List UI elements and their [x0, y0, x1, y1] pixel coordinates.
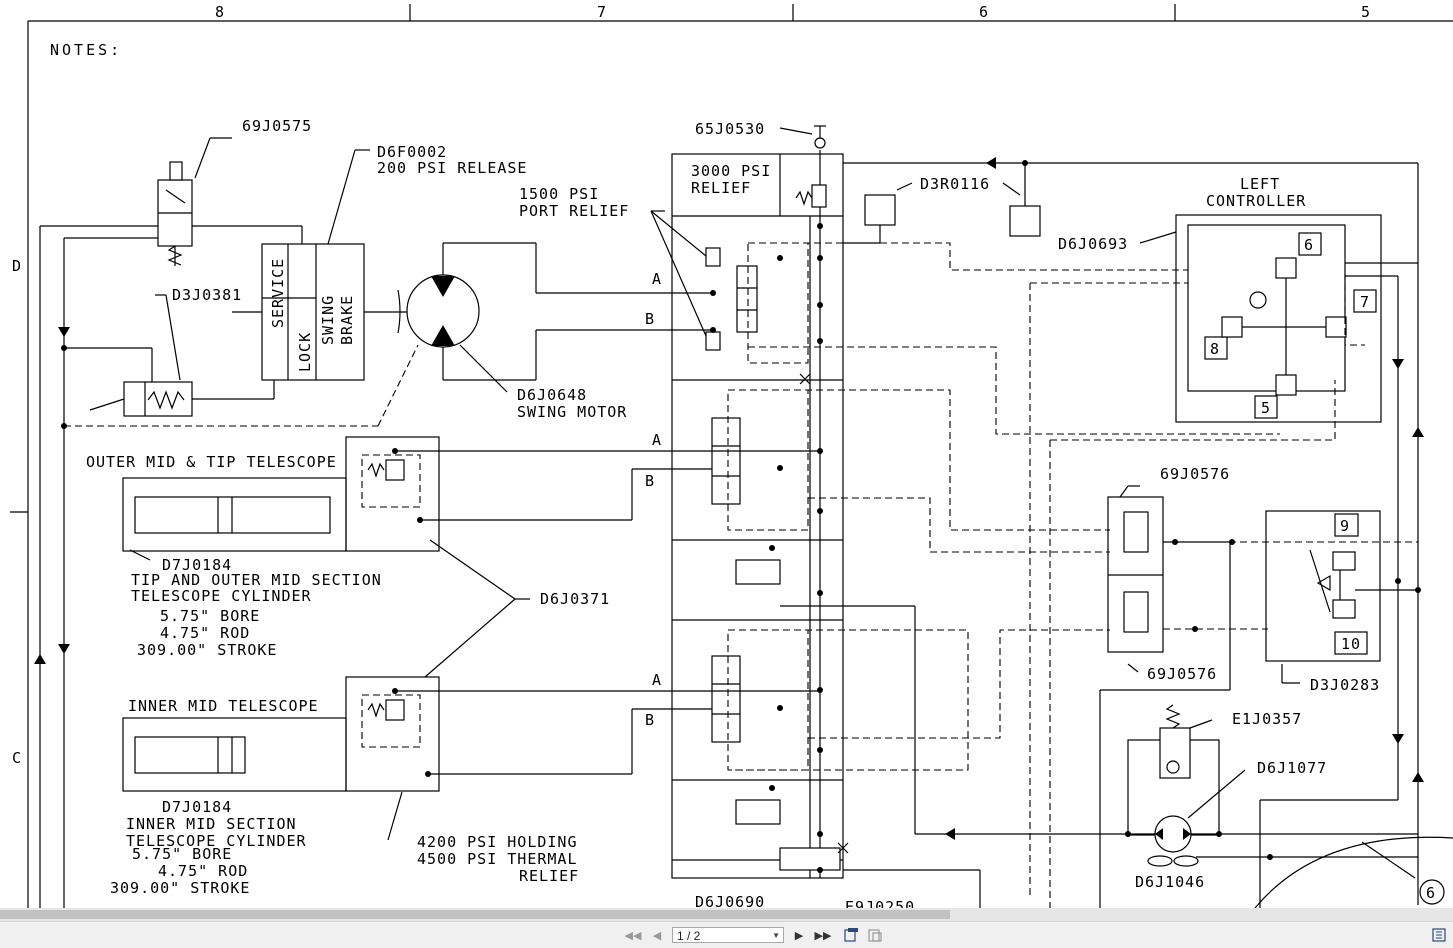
num-5: 5 [1261, 399, 1271, 417]
schematic-sheet: 8 7 6 5 D C NOTES: 69J0575 [10, 3, 1453, 908]
label-port-relief: PORT RELIEF [519, 202, 629, 220]
outer-telescope-cylinder [122, 436, 820, 561]
label-d6f0002: D6F0002 [377, 143, 447, 161]
label-69j0576-a: 69J0576 [1160, 465, 1230, 483]
label-controller: CONTROLLER [1206, 192, 1306, 210]
label-d7j0184-a: D7J0184 [162, 556, 232, 574]
label-swing: SWING [319, 295, 337, 345]
label-left: LEFT [1240, 175, 1280, 193]
num-9: 9 [1340, 517, 1350, 535]
num-6: 6 [1304, 236, 1314, 254]
return-lines [34, 225, 419, 908]
valves-69j0576 [1099, 485, 1235, 908]
label-d7j0184-b: D7J0184 [162, 798, 232, 816]
valve-69j0575 [157, 137, 232, 266]
label-d6j1046: D6J1046 [1135, 873, 1205, 891]
label-outer-mid-tip: OUTER MID & TIP TELESCOPE [86, 453, 337, 471]
horizontal-scrollbar[interactable] [0, 908, 1453, 921]
label-tip-outer-1: TIP AND OUTER MID SECTION [131, 571, 382, 589]
zone-5: 5 [1361, 3, 1371, 21]
cylinder-d3j0381 [89, 294, 275, 417]
inner-telescope-cylinder [122, 676, 820, 841]
d6j0371-leaders [424, 539, 530, 678]
label-d6j0371: D6J0371 [540, 590, 610, 608]
valve-d3j0283 [1265, 510, 1421, 684]
next-page-icon[interactable]: ▶ [794, 929, 804, 942]
label-lock: LOCK [296, 332, 314, 372]
row-d: D [12, 257, 22, 275]
label-69j0576-b: 69J0576 [1147, 665, 1217, 683]
label-65j0530: 65J0530 [695, 120, 765, 138]
first-page-icon[interactable]: ◀◀ [624, 929, 642, 942]
label-holding: 4200 PSI HOLDING [417, 833, 578, 851]
zone-8: 8 [215, 3, 225, 21]
port-a-3: A [652, 671, 662, 689]
port-b-3: B [645, 711, 655, 729]
page-view-icon[interactable] [842, 926, 860, 944]
hydraulic-schematic: 8 7 6 5 D C NOTES: 69J0575 [10, 3, 1453, 908]
label-bore-a: 5.75" BORE [160, 607, 260, 625]
port-a-1: A [652, 270, 662, 288]
label-d3j0283: D3J0283 [1310, 676, 1380, 694]
row-c: C [12, 749, 22, 767]
label-69j0575: 69J0575 [242, 117, 312, 135]
sidebar-toggle-icon[interactable] [1430, 926, 1448, 944]
port-b-1: B [645, 310, 655, 328]
label-1500-psi: 1500 PSI [519, 185, 599, 203]
scrollbar-thumb[interactable] [0, 910, 950, 919]
label-stroke-b: 309.00" STROKE [110, 879, 250, 897]
zone-7: 7 [597, 3, 607, 21]
label-d6j1077: D6J1077 [1257, 759, 1327, 777]
label-relief-2: RELIEF [519, 867, 579, 885]
notes-heading: NOTES: [50, 41, 122, 59]
pump-group [780, 605, 1453, 908]
page-number-field[interactable]: 1 / 2 ▼ [672, 927, 784, 943]
page-layout-icon[interactable] [866, 926, 884, 944]
port-a-2: A [652, 431, 662, 449]
label-tip-outer-2: TELESCOPE CYLINDER [131, 587, 312, 605]
swing-motor [397, 242, 712, 393]
valve-bank [650, 125, 849, 879]
label-e9j0250: E9J0250 [845, 898, 915, 908]
label-e1j0357: E1J0357 [1232, 710, 1302, 728]
label-brake: BRAKE [338, 295, 356, 345]
label-d6j0648: D6J0648 [517, 386, 587, 404]
num-8: 8 [1210, 340, 1220, 358]
label-rod-b: 4.75" ROD [158, 862, 248, 880]
label-d6j0693: D6J0693 [1058, 235, 1128, 253]
label-d3j0381: D3J0381 [172, 286, 242, 304]
label-inner-mid-section: INNER MID SECTION [126, 815, 297, 833]
label-release: 200 PSI RELEASE [377, 159, 527, 177]
pilot-lines [728, 242, 1418, 771]
chevron-down-icon[interactable]: ▼ [772, 931, 780, 940]
last-page-icon[interactable]: ▶▶ [814, 929, 832, 942]
swing-brake [232, 149, 410, 381]
label-3000-psi: 3000 PSI [691, 162, 771, 180]
page-number-value: 1 / 2 [677, 929, 701, 943]
zone-6: 6 [979, 3, 989, 21]
label-d6j0690: D6J0690 [695, 893, 765, 908]
label-swing-motor: SWING MOTOR [517, 403, 627, 421]
label-relief: RELIEF [691, 179, 751, 197]
label-bore-b: 5.75" BORE [132, 845, 232, 863]
label-telescope-cylinder: TELESCOPE CYLINDER [126, 832, 307, 850]
label-stroke-a: 309.00" STROKE [137, 641, 277, 659]
num-6-circle: 6 [1426, 884, 1436, 902]
drawing-frame [10, 4, 1453, 908]
num-10: 10 [1341, 635, 1361, 653]
previous-page-icon[interactable]: ◀ [652, 929, 662, 942]
label-thermal: 4500 PSI THERMAL [417, 850, 578, 868]
label-inner-mid: INNER MID TELESCOPE [128, 697, 319, 715]
viewer-toolbar: ◀◀ ◀ 1 / 2 ▼ ▶ ▶▶ [0, 921, 1453, 948]
label-rod-a: 4.75" ROD [160, 624, 250, 642]
label-d3r0116: D3R0116 [920, 175, 990, 193]
left-controller [1029, 214, 1424, 908]
port-b-2: B [645, 472, 655, 490]
label-service: SERVICE [269, 258, 287, 328]
num-7: 7 [1360, 293, 1370, 311]
